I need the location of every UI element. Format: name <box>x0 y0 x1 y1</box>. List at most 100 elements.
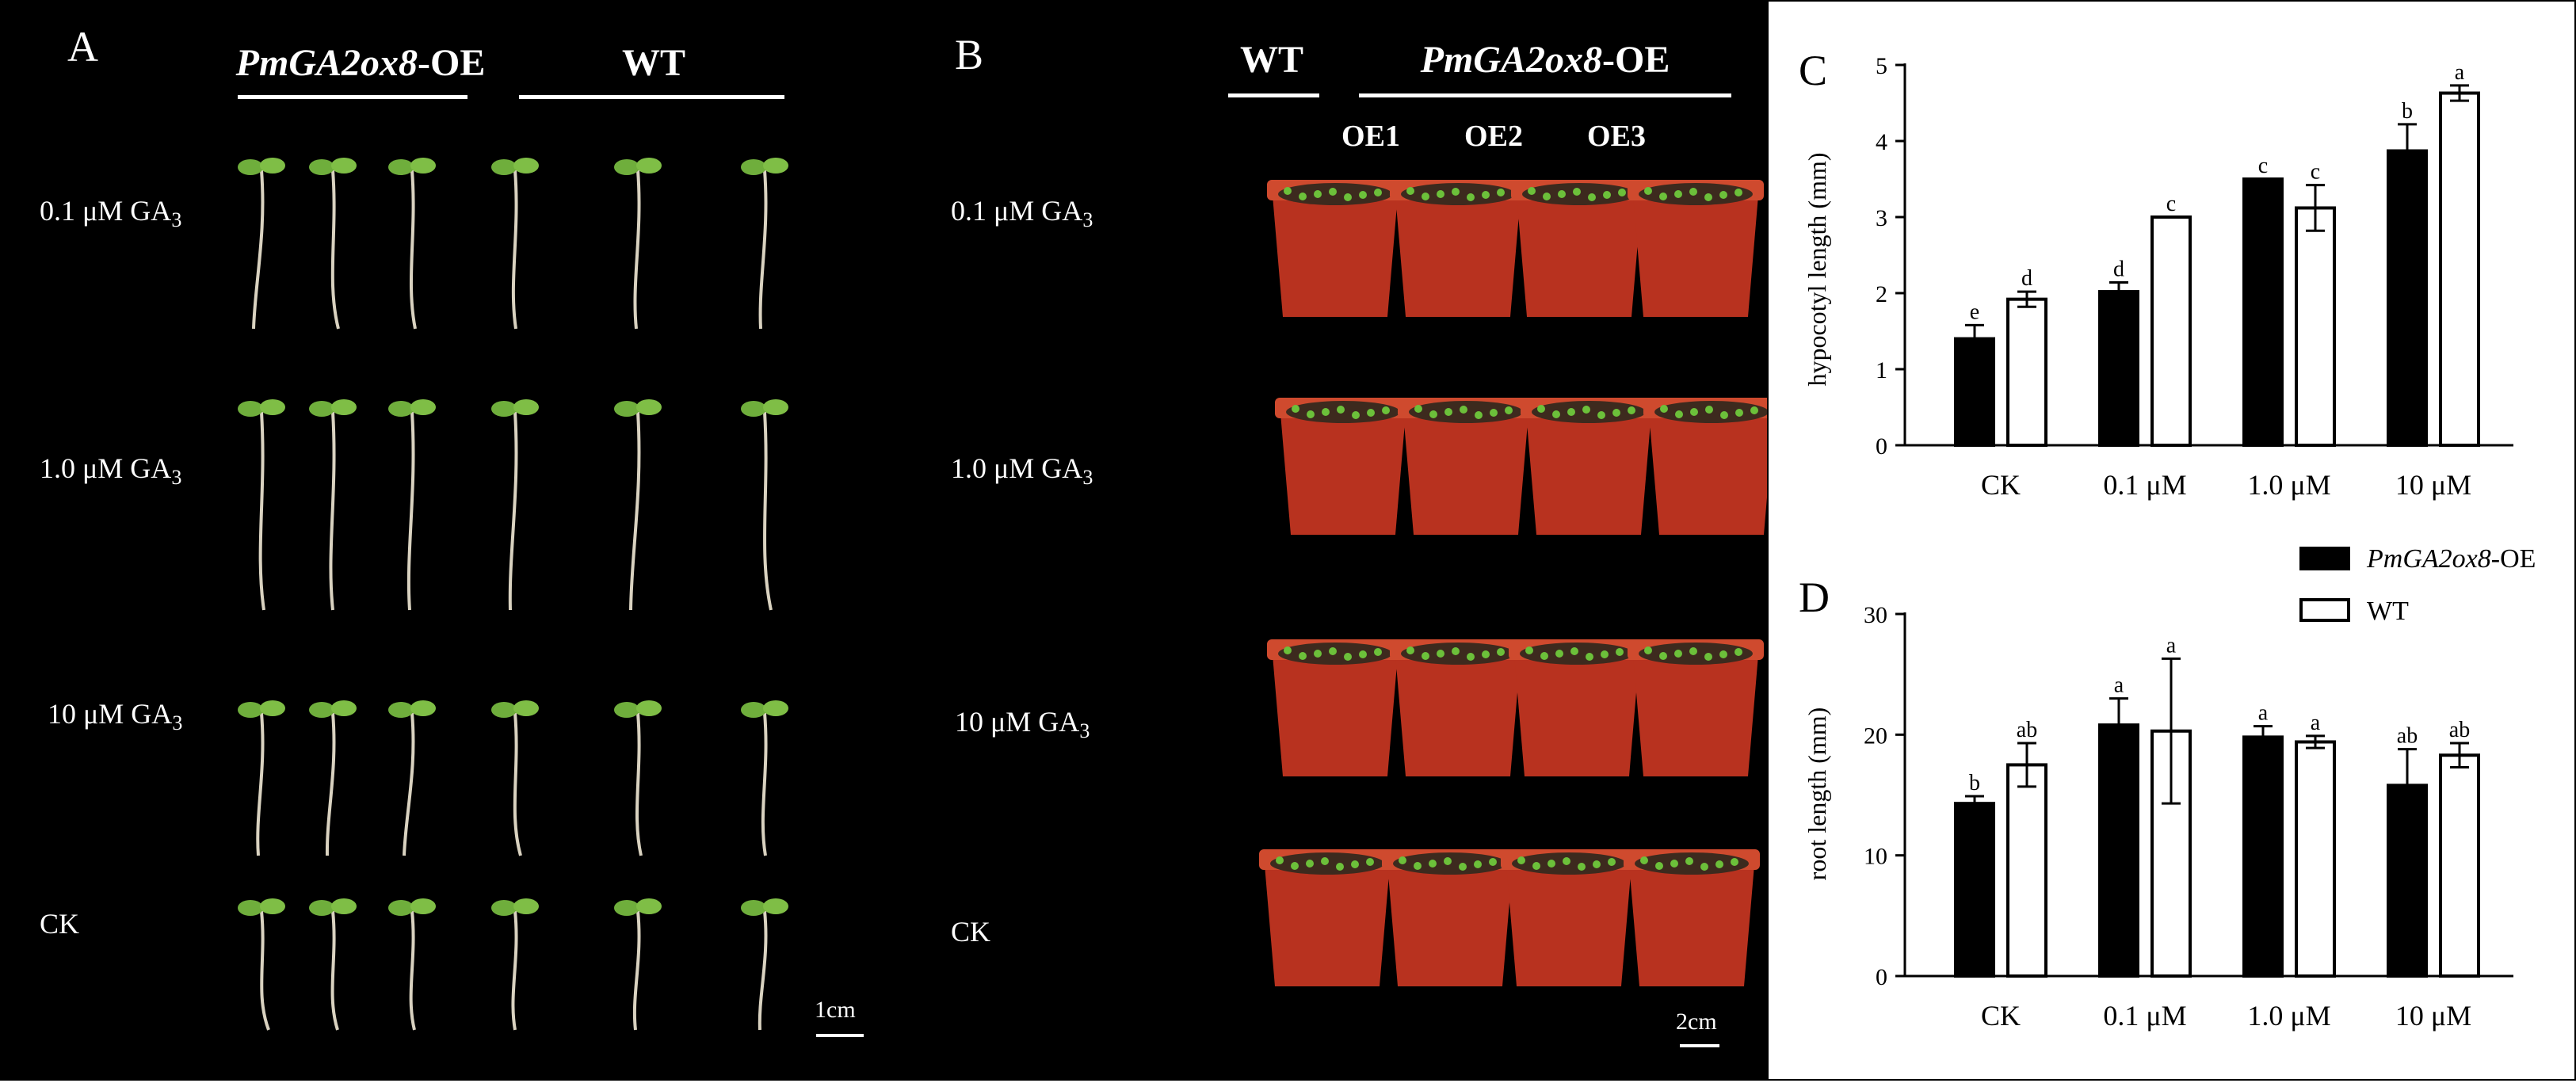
pot-plant <box>1548 860 1555 868</box>
seedling-root <box>409 170 417 330</box>
seedling-leaf <box>636 158 662 174</box>
pot-body <box>1628 856 1755 986</box>
pot-plant <box>1567 408 1575 416</box>
pot-plant <box>1690 408 1698 416</box>
sig-letter-1-1-3: ab <box>2449 718 2470 742</box>
seedling-leaf <box>260 898 285 914</box>
seedling-leaf <box>388 900 414 916</box>
header-oe-b: PmGA2ox8-OE <box>1420 39 1670 81</box>
bar-0-1-2 <box>2295 206 2336 447</box>
legend-swatch-oe <box>2299 547 2350 570</box>
seedling-leaf <box>388 702 414 718</box>
pot-body <box>1648 404 1767 535</box>
pot-plant <box>1540 652 1548 660</box>
pot-plant <box>1570 647 1578 655</box>
pot-plant <box>1597 411 1605 419</box>
scale-bar-b <box>1680 1044 1719 1047</box>
bar-0-0-1 <box>2098 290 2139 447</box>
pot-2-0 <box>1267 639 1403 776</box>
pot-plant <box>1352 411 1360 419</box>
pot-plant <box>1528 187 1536 195</box>
pot-plant <box>1374 648 1382 656</box>
pot-plant <box>1299 193 1307 200</box>
seedling-2-3 <box>491 700 539 856</box>
pot-plant <box>1452 188 1460 196</box>
pot-plant <box>1704 193 1712 201</box>
seedling-1-4 <box>614 399 662 611</box>
pot-plant <box>1284 187 1292 195</box>
pot-plant <box>1344 653 1352 661</box>
seedling-root <box>763 411 773 611</box>
pot-1-3 <box>1643 398 1767 535</box>
pot-plant <box>1674 650 1682 658</box>
pot-body <box>1506 856 1632 986</box>
pot-body <box>1516 186 1643 317</box>
pot-plant <box>1314 190 1322 198</box>
panel-cd-charts: C D hypocotyl length (mm) root length (m… <box>1767 0 2576 1081</box>
bar-0-1-0 <box>2006 297 2047 447</box>
pot-plant <box>1675 410 1683 418</box>
pot-2-3 <box>1628 639 1764 776</box>
seedling-root <box>330 170 340 330</box>
pot-body <box>1395 186 1521 317</box>
seedling-leaf <box>636 898 662 914</box>
ylabel-c: hypocotyl length (mm) <box>1803 152 1831 386</box>
pot-plant <box>1674 190 1682 198</box>
row-label-b-0: 0.1 μM GA3 <box>951 195 1093 232</box>
seedling-leaf <box>491 900 517 916</box>
pot-plant <box>1603 191 1611 199</box>
pot-1-1 <box>1398 398 1534 535</box>
seedling-root <box>252 170 265 330</box>
row-label-a-0: 0.1 μM GA3 <box>40 195 182 232</box>
pot-plant <box>1670 860 1678 868</box>
seedling-root <box>632 910 641 1031</box>
seedling-3-4 <box>614 898 662 1031</box>
row-label-a-1: 1.0 μM GA3 <box>40 452 182 490</box>
seedling-2-2 <box>388 700 436 856</box>
y-tick-label-0-0: 0 <box>1876 433 1887 460</box>
pot-plant <box>1467 193 1475 201</box>
pot-plant <box>1532 862 1540 870</box>
pot-plant <box>1497 189 1505 196</box>
sig-letter-0-0-0: e <box>1970 299 1979 324</box>
bar-0-0-3 <box>2387 149 2428 447</box>
seedling-leaf <box>309 900 334 916</box>
bar-0-0-2 <box>2242 177 2284 447</box>
y-tick-label-0-1: 1 <box>1876 357 1887 383</box>
y-tick-label-0-5: 5 <box>1876 53 1887 79</box>
scale-text-b: 2cm <box>1676 1009 1717 1035</box>
pot-plant <box>1517 856 1525 864</box>
pot-plant <box>1489 858 1497 866</box>
seedling-root <box>758 910 768 1031</box>
seedling-leaf <box>741 159 766 175</box>
pot-plant <box>1292 405 1299 413</box>
pot-plant <box>1399 856 1406 864</box>
pot-2-2 <box>1509 639 1645 776</box>
pot-plant <box>1322 408 1330 416</box>
pot-plant <box>1659 652 1667 660</box>
pot-plant <box>1612 409 1620 417</box>
pot-2-1 <box>1390 639 1526 776</box>
seedling-leaf <box>260 399 285 415</box>
seedling-0-4 <box>614 158 662 330</box>
pot-1-0 <box>1275 398 1411 535</box>
panel-letter-b: B <box>955 31 984 78</box>
pot-plant <box>1336 863 1344 871</box>
pot-plant <box>1735 648 1742 656</box>
line-label-oe1: OE1 <box>1341 120 1400 153</box>
pot-body <box>1632 186 1759 317</box>
header-oe-a-suffix: -OE <box>418 42 486 84</box>
seedling-3-5 <box>741 898 788 1031</box>
seedling-1-2 <box>388 399 436 611</box>
seedling-1-3 <box>491 399 539 611</box>
header-wt-b: WT <box>1239 39 1303 81</box>
pot-plant <box>1482 191 1490 199</box>
pot-plant <box>1351 860 1359 868</box>
seedling-root <box>409 910 416 1031</box>
row-label-a-2: 10 μM GA3 <box>48 698 183 735</box>
pot-plant <box>1640 856 1648 864</box>
pot-plant <box>1578 863 1586 871</box>
legend-swatch-wt <box>2299 598 2350 622</box>
seedling-leaf <box>513 158 539 174</box>
